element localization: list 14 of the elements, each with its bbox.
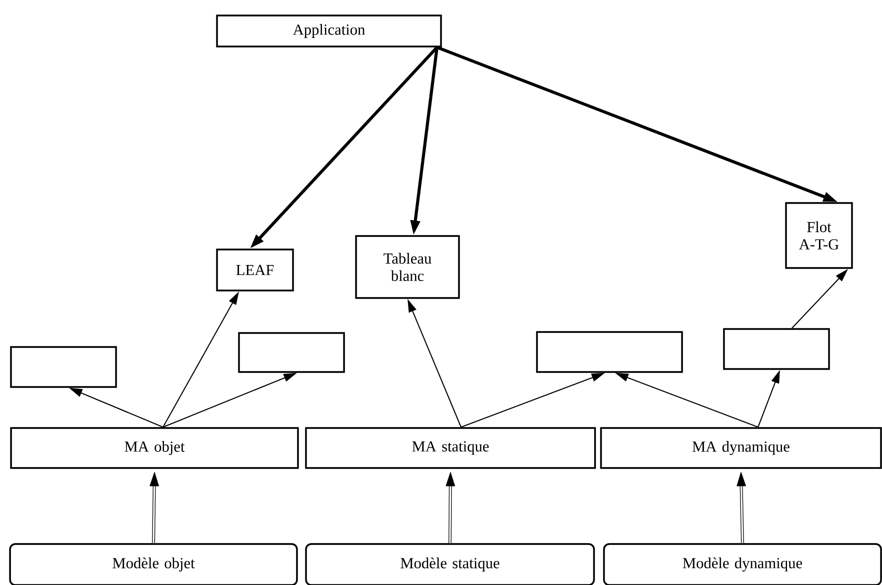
component-box: MA statique [305, 427, 596, 469]
model-box: Modèle dynamique [603, 543, 882, 585]
model-box: Modèle statique [305, 543, 595, 585]
component-box: MA objet [10, 427, 299, 469]
component-box: Flot A-T-G [785, 202, 853, 269]
component-box: Application [216, 14, 442, 48]
component-box: Tableau blanc [355, 235, 460, 299]
empty-box [238, 332, 345, 373]
empty-box [536, 331, 683, 373]
component-box: LEAF [216, 248, 294, 292]
empty-box [723, 328, 830, 370]
empty-box [10, 346, 117, 388]
component-box: MA dynamique [600, 427, 882, 469]
model-box: Modèle objet [9, 543, 298, 585]
